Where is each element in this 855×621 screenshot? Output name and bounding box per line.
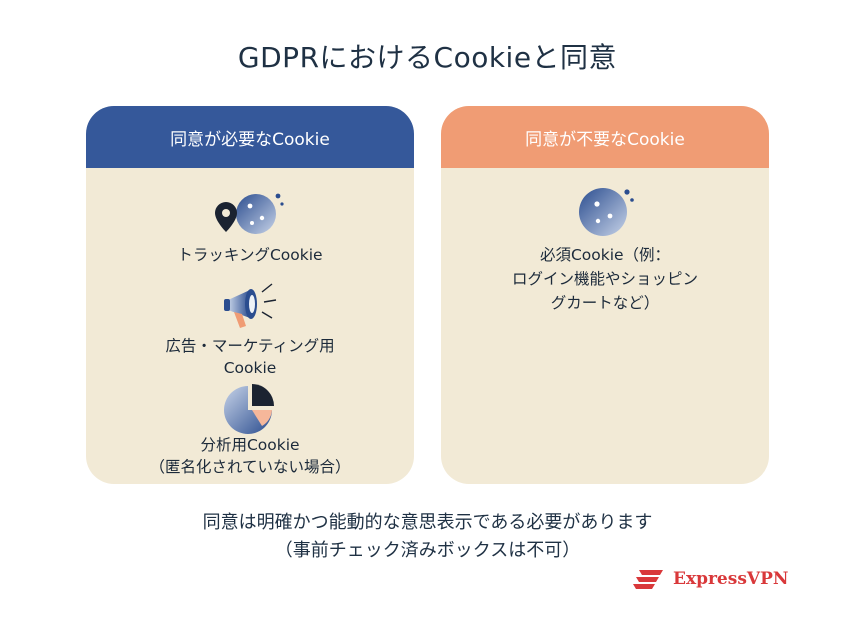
tracking-cookie-label: トラッキングCookie	[177, 246, 323, 264]
consent-required-card: 同意が必要なCookie トラッキングCookie	[86, 106, 414, 484]
analytics-cookie-label-line1: 分析用Cookie	[200, 436, 300, 454]
analytics-cookie-label-line2: （匿名化されていない場合）	[149, 458, 351, 476]
tracking-cookie-icon	[215, 193, 284, 234]
footer-note-line2: （事前チェック済みボックスは不可）	[274, 540, 581, 561]
footer-note-line1: 同意は明確かつ能動的な意思表示である必要があります	[202, 512, 653, 533]
cookie-icon	[236, 194, 276, 234]
page-title: GDPRにおけるCookieと同意	[237, 41, 618, 74]
pie-chart-icon	[224, 384, 274, 434]
essential-cookie-label-line1: 必須Cookie（例：	[539, 246, 671, 264]
expressvpn-logo-icon	[633, 570, 663, 589]
brand-logo: ExpressVPN	[633, 568, 788, 590]
consent-not-required-header: 同意が不要なCookie	[441, 106, 769, 168]
essential-cookie-label-line2: ログイン機能やショッピン	[511, 270, 698, 288]
advertising-cookie-label-line2: Cookie	[223, 359, 277, 377]
advertising-cookie-label-line1: 広告・マーケティング用	[165, 337, 335, 355]
consent-not-required-card: 同意が不要なCookie 必須Cookie（例： ログイン機能やショッピン グカ…	[441, 106, 769, 484]
megaphone-icon	[224, 283, 277, 328]
cookie-icon	[579, 188, 634, 236]
consent-required-header: 同意が必要なCookie	[86, 106, 414, 168]
essential-cookie-label-line3: グカートなど）	[550, 294, 660, 312]
brand-name: ExpressVPN	[673, 569, 789, 589]
